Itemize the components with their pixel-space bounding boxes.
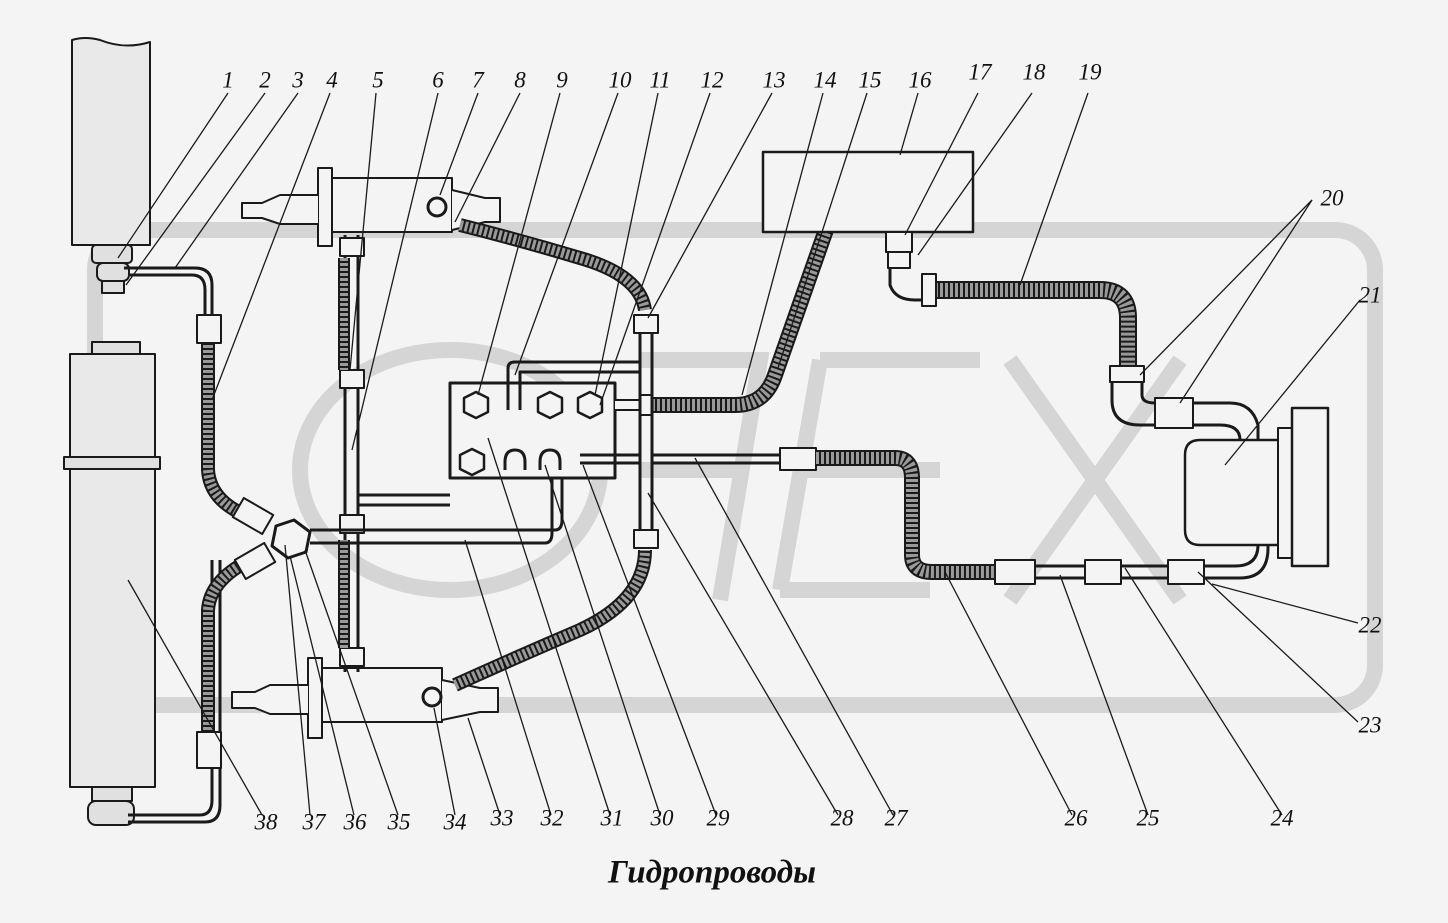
callout-32: 32 [540, 805, 564, 831]
callout-12: 12 [700, 67, 724, 93]
callout-19: 19 [1078, 59, 1102, 85]
diagram-caption: Гидропроводы [607, 854, 817, 891]
callout-24: 24 [1270, 805, 1294, 831]
callout-38: 38 [254, 809, 278, 835]
callout-5: 5 [372, 67, 384, 93]
callout-34: 34 [443, 809, 467, 835]
callout-10: 10 [608, 67, 632, 93]
callout-11: 11 [649, 67, 671, 93]
schematic [63, 37, 1361, 826]
callout-1: 1 [222, 67, 234, 93]
callout-36: 36 [343, 809, 367, 835]
callout-3: 3 [292, 67, 304, 93]
callout-16: 16 [908, 67, 932, 93]
callout-13: 13 [762, 67, 786, 93]
callout-18: 18 [1022, 59, 1046, 85]
callout-29: 29 [706, 805, 730, 831]
callout-17: 17 [968, 59, 992, 85]
callout-35: 35 [387, 809, 411, 835]
callout-37: 37 [302, 809, 326, 835]
callout-9: 9 [556, 67, 568, 93]
callout-14: 14 [813, 67, 837, 93]
orex-watermark [87, 222, 1383, 713]
callout-26: 26 [1064, 805, 1088, 831]
callout-22: 22 [1358, 612, 1382, 638]
callout-27: 27 [884, 805, 908, 831]
callout-4: 4 [326, 67, 338, 93]
callout-7: 7 [472, 67, 484, 93]
callout-25: 25 [1136, 805, 1160, 831]
callout-31: 31 [600, 805, 624, 831]
callout-21: 21 [1358, 282, 1382, 308]
callout-33: 33 [490, 805, 514, 831]
callout-23: 23 [1358, 712, 1382, 738]
callout-2: 2 [259, 67, 271, 93]
callout-30: 30 [650, 805, 674, 831]
callout-20: 20 [1320, 185, 1344, 211]
callout-15: 15 [858, 67, 882, 93]
callout-28: 28 [830, 805, 854, 831]
callout-8: 8 [514, 67, 526, 93]
callout-6: 6 [432, 67, 444, 93]
